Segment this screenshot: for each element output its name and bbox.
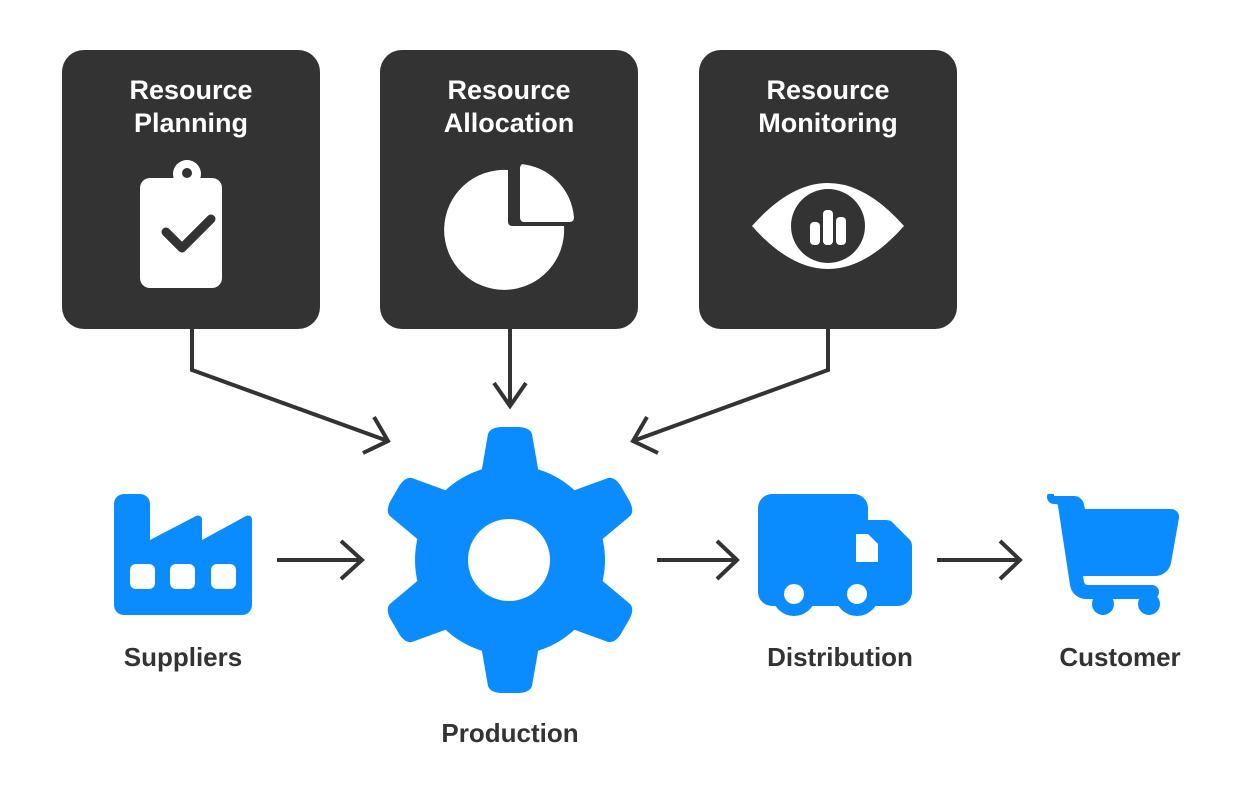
shopping-cart-icon	[1047, 494, 1180, 615]
arrow-planning-to-production-head	[362, 415, 391, 455]
eye-chart-icon	[752, 183, 904, 269]
distribution-label: Distribution	[767, 642, 913, 672]
arrow-monitoring-to-production-head	[630, 415, 659, 455]
resource-allocation-box: Resource Allocation	[380, 50, 638, 329]
arrow-distribution-to-customer-head	[998, 539, 1023, 581]
resource-allocation-title: Resource Allocation	[443, 75, 575, 138]
arrow-monitoring-to-production	[632, 329, 830, 443]
resource-planning-title: Resource Planning	[129, 75, 253, 138]
resource-monitoring-title: Resource Monitoring	[758, 75, 898, 138]
pie-chart-icon	[444, 164, 574, 290]
factory-icon	[114, 494, 252, 615]
arrow-planning-to-production	[190, 329, 389, 443]
resource-monitoring-box: Resource Monitoring	[699, 50, 957, 329]
gear-icon	[384, 427, 636, 693]
clipboard-check-icon	[140, 160, 222, 288]
customer-label: Customer	[1059, 642, 1181, 672]
suppliers-label: Suppliers	[123, 642, 243, 672]
arrow-suppliers-to-production-head	[339, 539, 365, 581]
arrow-allocation-to-production-head	[492, 381, 528, 410]
resource-planning-box: Resource Planning	[62, 50, 320, 329]
truck-icon	[758, 494, 912, 616]
arrow-production-to-distribution-head	[715, 539, 740, 581]
production-label: Production	[441, 718, 579, 748]
